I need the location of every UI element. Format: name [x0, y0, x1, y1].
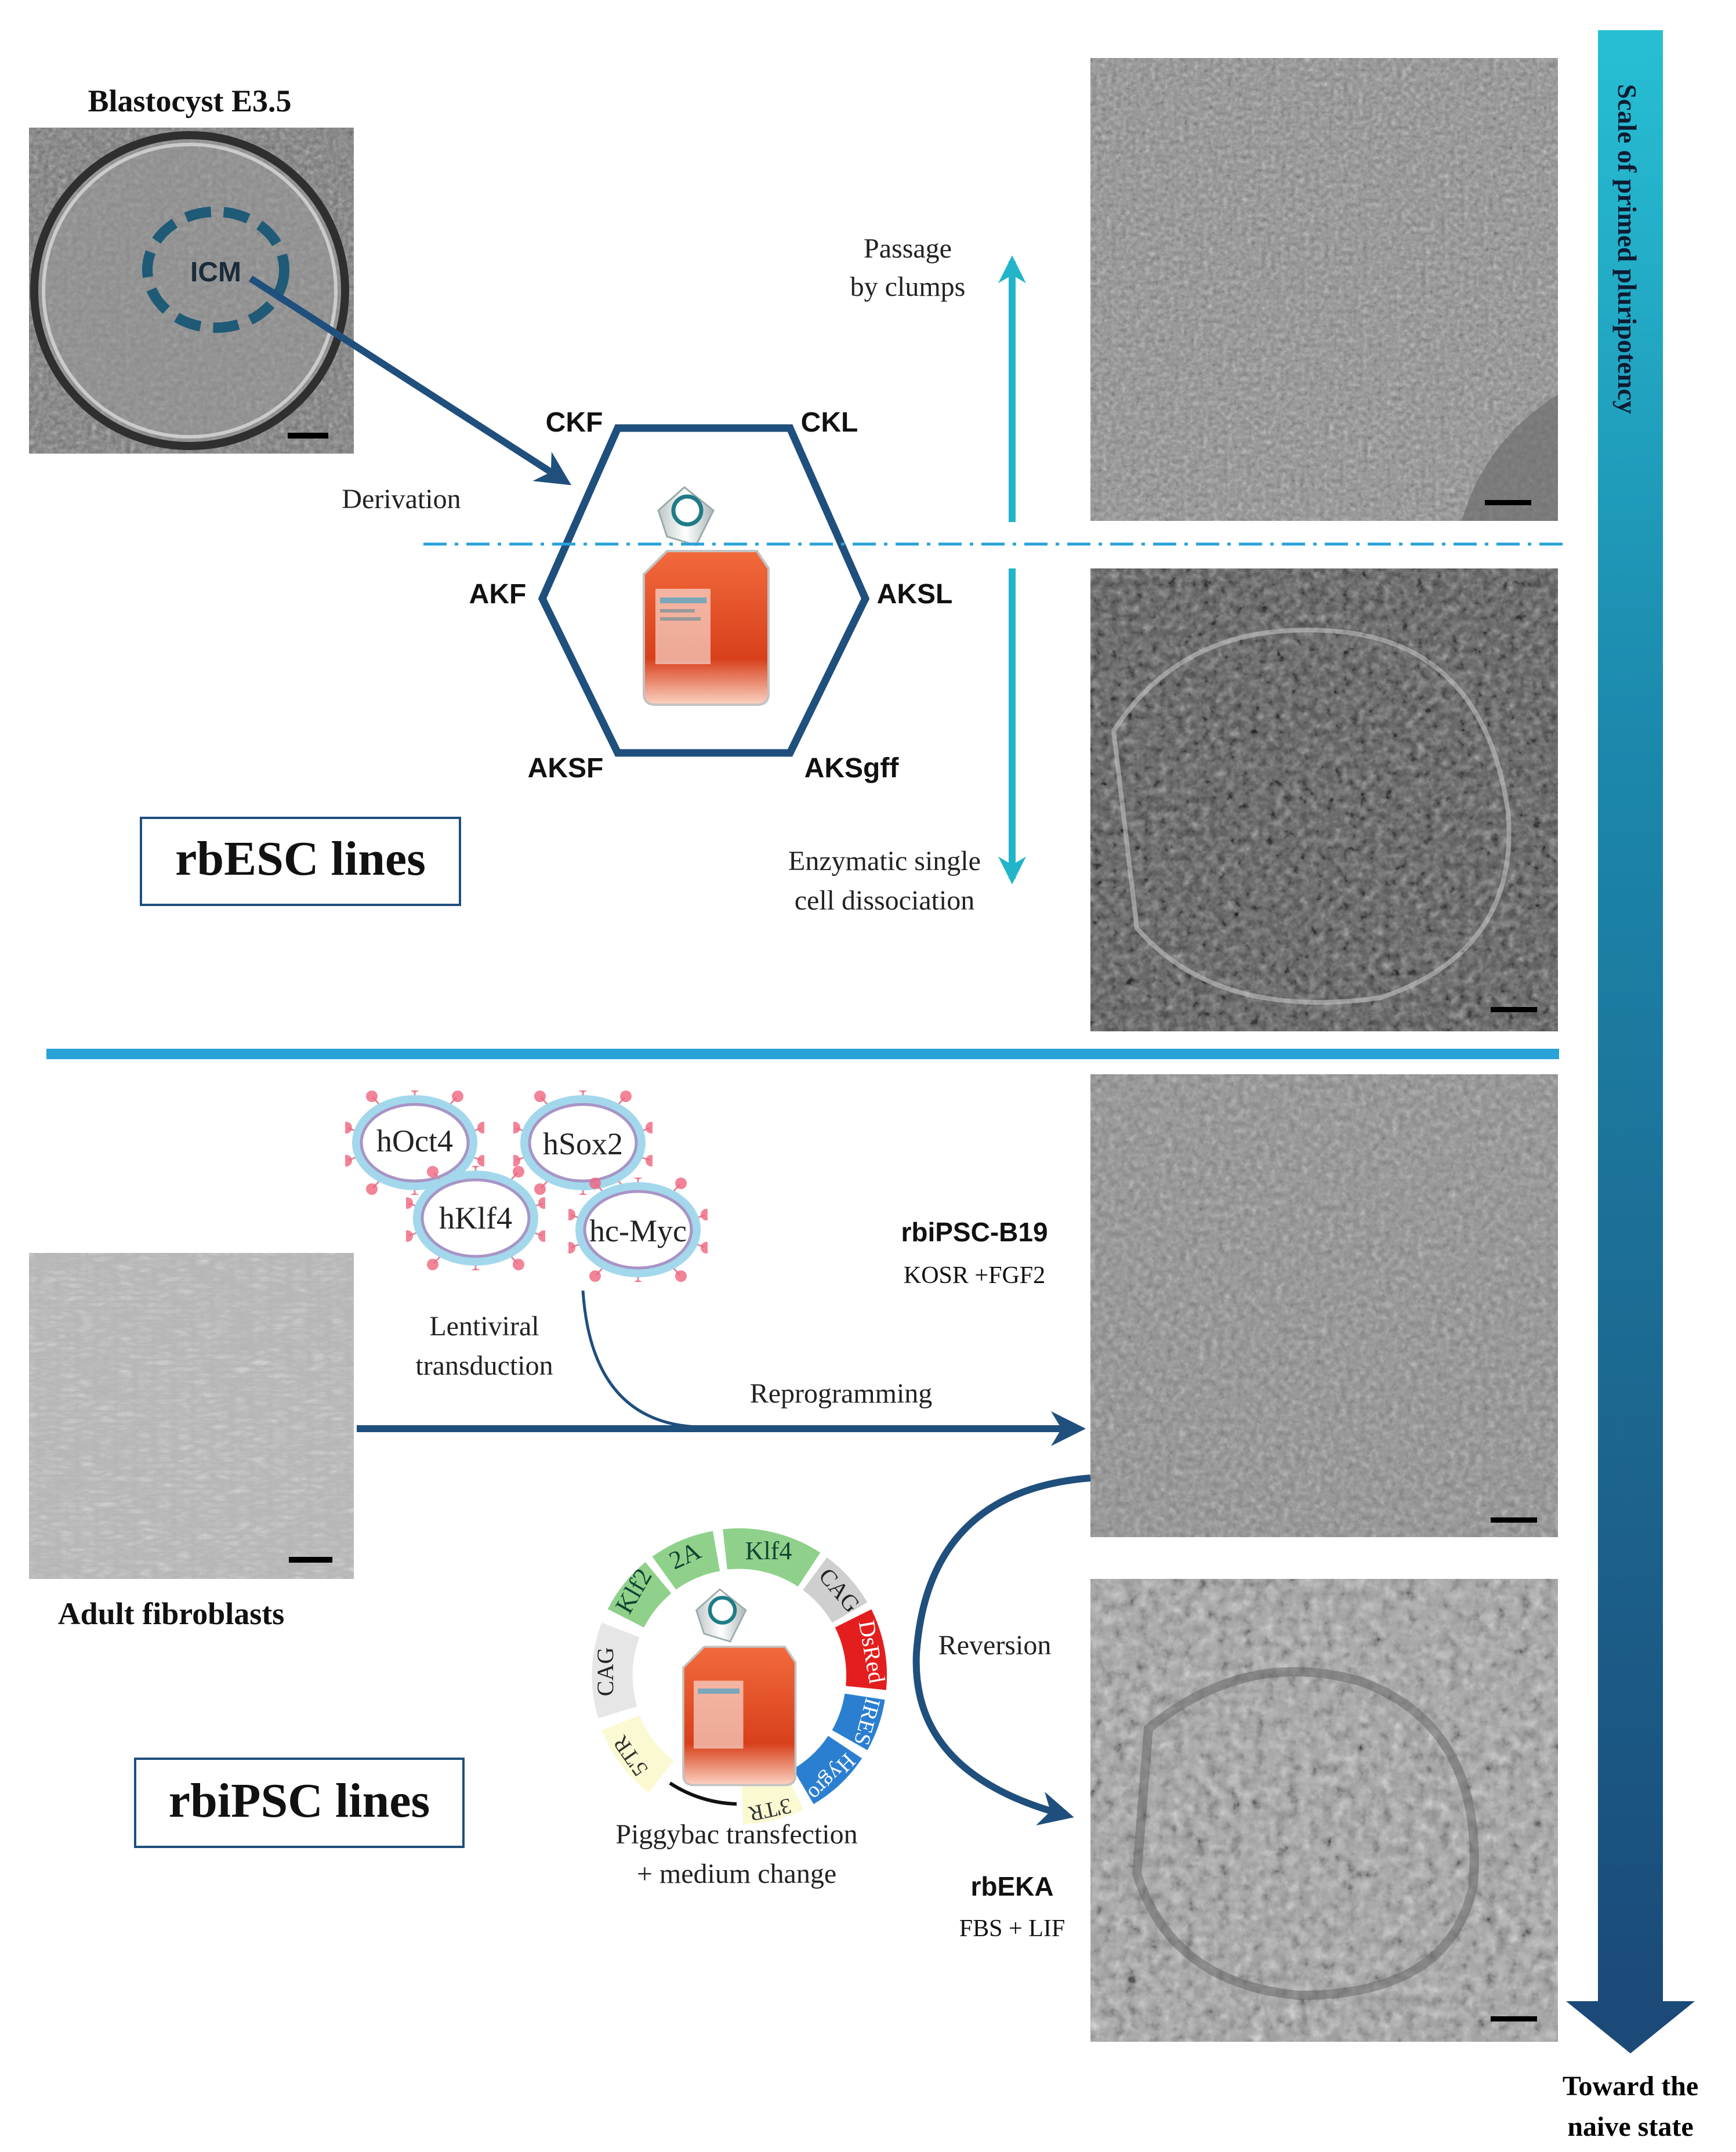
plasmid-klf4: Klf4 — [745, 1537, 792, 1565]
plasmid-flask-icon — [682, 1588, 797, 1787]
derivation-label: Derivation — [342, 484, 461, 515]
rbesc-section: Blastocyst E3.5 ICM Derivation CKF CKL A… — [29, 58, 1566, 1031]
plasmid-dsred-segment — [835, 1609, 887, 1690]
plasmid-klf4-segment — [723, 1528, 821, 1587]
ipsc-medium: KOSR +FGF2 — [904, 1262, 1045, 1289]
blastocyst-title: Blastocyst E3.5 — [88, 84, 292, 118]
media-hexagon — [538, 424, 870, 757]
lentivirus-cluster: hOct4 hSox2 hKlf4 hc-Myc — [340, 1081, 712, 1292]
piggybac-line1: Piggybac transfection — [615, 1819, 857, 1850]
medium-ckf: CKF — [546, 407, 603, 438]
reversion-arrow — [912, 1474, 1091, 1825]
icm-label: ICM — [190, 257, 241, 288]
scale-bottom-line2: naive state — [1567, 2111, 1693, 2142]
enzymatic-line2: cell dissociation — [795, 885, 975, 916]
ipsc-scale-bar — [1491, 1517, 1537, 1523]
plasmid-3tr-segment — [741, 1773, 804, 1824]
eka-name: rbEKA — [970, 1871, 1053, 1901]
eka-colony-micrograph — [1090, 1579, 1558, 2042]
virus-klf4: hKlf4 — [439, 1201, 512, 1236]
culture-flask-icon — [643, 486, 770, 706]
medium-akf: AKF — [469, 579, 527, 610]
piggybac-plasmid: Klf2 2A Klf4 CAG DsRed IRES Hygro 3'TR 5… — [592, 1528, 890, 1826]
piggybac-line2: + medium change — [637, 1858, 836, 1889]
plasmid-backbone — [669, 1781, 737, 1806]
rbesc-box — [140, 817, 461, 906]
medium-aksf: AKSF — [528, 753, 604, 784]
fibroblast-scale-bar — [289, 1557, 332, 1563]
rbipsc-box-label: rbiPSC lines — [169, 1774, 430, 1828]
medium-ckl: CKL — [801, 407, 858, 438]
virus-cmyc: hc-Myc — [589, 1213, 687, 1248]
medium-aksl: AKSL — [877, 579, 953, 610]
adult-fibroblasts-label: Adult fibroblasts — [58, 1596, 285, 1631]
eka-scale-bar — [1491, 2016, 1537, 2021]
derivation-arrow — [248, 275, 572, 486]
passage-line1: Passage — [864, 233, 952, 264]
transduction-curve — [581, 1290, 697, 1429]
scale-bottom-line1: Toward the — [1563, 2071, 1698, 2102]
single-cell-scale-bar — [1491, 1007, 1537, 1012]
plasmid-cag-right-segment — [802, 1557, 868, 1624]
virus-oct4: hOct4 — [376, 1124, 453, 1158]
virus-sox2: hSox2 — [543, 1126, 623, 1161]
passage-line2: by clumps — [850, 271, 966, 302]
plasmid-hygro-segment — [792, 1735, 862, 1805]
primed-colony-micrograph — [1090, 58, 1558, 521]
single-cell-colony-micrograph — [1090, 568, 1558, 1031]
rbipsc-section: hOct4 hSox2 hKlf4 hc-Myc Lentiviral tran… — [29, 1074, 1558, 2042]
blastocyst-scale-bar — [288, 433, 328, 439]
plasmid-ires-segment — [832, 1693, 885, 1751]
eka-medium: FBS + LIF — [959, 1915, 1065, 1942]
rbesc-box-label: rbESC lines — [175, 832, 426, 886]
ipsc-name: rbiPSC-B19 — [901, 1217, 1048, 1247]
fibroblast-micrograph — [29, 1253, 354, 1579]
primed-scale-bar — [1485, 500, 1531, 505]
enzymatic-line1: Enzymatic single — [788, 846, 981, 876]
plasmid-cag-left: CAG — [592, 1647, 618, 1696]
plasmid-5tr-segment — [601, 1715, 675, 1793]
rbipsc-box — [134, 1758, 465, 1848]
plasmid-2a-segment — [652, 1531, 720, 1590]
medium-aksgff: AKSgff — [804, 753, 900, 784]
plasmid-cag-left-segment — [592, 1622, 640, 1719]
blastocyst-micrograph: ICM — [29, 128, 354, 454]
lentiviral-line1: Lentiviral — [429, 1311, 539, 1342]
reversion-label: Reversion — [938, 1630, 1052, 1661]
reprogramming-label: Reprogramming — [750, 1378, 933, 1409]
scale-title: Scale of primed pluripotency — [1612, 84, 1642, 414]
lentiviral-line2: transduction — [415, 1350, 553, 1381]
pluripotency-scale-arrow: Scale of primed pluripotency Toward the … — [1563, 30, 1698, 2142]
plasmid-klf2-segment — [607, 1562, 672, 1628]
ipsc-colony-micrograph — [1090, 1074, 1558, 1537]
